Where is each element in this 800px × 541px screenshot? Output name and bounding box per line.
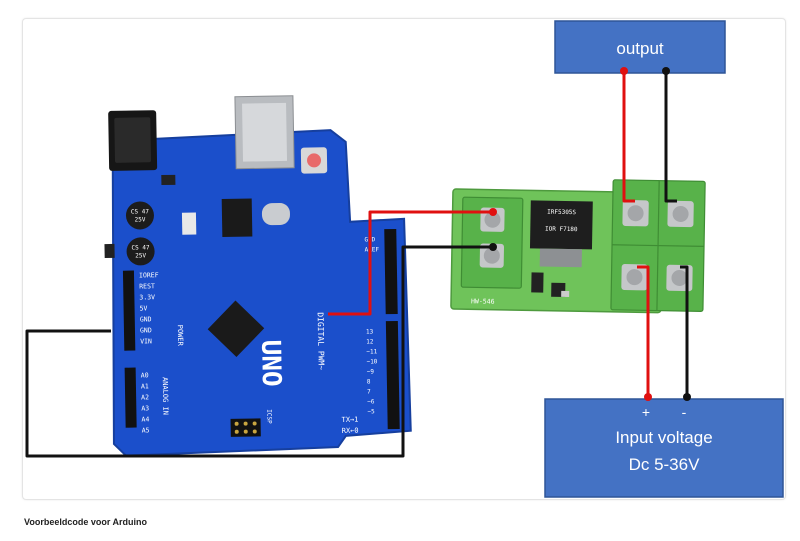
svg-text:7: 7: [367, 388, 371, 395]
input-voltage-label: Input voltage: [615, 428, 712, 447]
output-label: output: [616, 39, 664, 58]
svg-text:A1: A1: [141, 382, 149, 390]
svg-text:ICSP: ICSP: [265, 409, 272, 424]
black-output-wire: [664, 71, 677, 203]
mosfet-chip: [529, 200, 593, 250]
svg-text:VIN: VIN: [140, 337, 152, 345]
svg-text:A2: A2: [141, 393, 149, 401]
svg-text:IOR F7180: IOR F7180: [545, 226, 578, 234]
analog-header: [124, 367, 137, 428]
microcontroller-chip: [207, 300, 265, 358]
svg-text:3.3V: 3.3V: [139, 293, 155, 301]
output-terminal-block: [610, 179, 706, 312]
svg-text:CS 47: CS 47: [131, 208, 150, 215]
figure-card: CS 47 25V CS 47 25V UNO: [22, 18, 786, 500]
input-voltage-box: + - Input voltage Dc 5-36V: [544, 398, 784, 498]
digital-header-upper: [384, 228, 398, 315]
svg-text:~9: ~9: [367, 368, 375, 375]
svg-text:~5: ~5: [367, 408, 375, 415]
icsp-header: ICSP: [230, 409, 273, 437]
input-minus-label: -: [682, 404, 687, 420]
arduino-uno-board: CS 47 25V CS 47 25V UNO: [104, 95, 412, 457]
svg-text:A3: A3: [141, 404, 149, 412]
analog-in-label: ANALOG IN: [161, 377, 170, 415]
svg-text:A4: A4: [141, 415, 149, 423]
red-output-wire: [622, 71, 635, 203]
input-terminal-block: [460, 196, 524, 289]
input-plus-label: +: [642, 404, 650, 420]
svg-text:A0: A0: [141, 371, 149, 379]
black-ground-wire: [25, 245, 493, 458]
power-label: POWER: [176, 325, 184, 347]
svg-text:~10: ~10: [366, 358, 377, 365]
module-board-label: HW-546: [471, 297, 495, 305]
svg-text:GND: GND: [140, 326, 152, 334]
digital-header-lower: [385, 320, 400, 430]
power-pin-labels: IOREF REST 3.3V 5V GND GND VIN: [139, 271, 159, 345]
svg-text:AREF: AREF: [365, 246, 380, 253]
tx-label: TX→1: [341, 416, 358, 424]
uno-logo: UNO: [255, 339, 286, 386]
svg-text:12: 12: [366, 338, 374, 345]
capacitor-icon: [125, 201, 154, 230]
svg-text:5V: 5V: [140, 304, 148, 312]
output-box: output: [554, 20, 726, 74]
mosfet-module: IRF5305S IOR F7180 HW-546: [450, 179, 706, 314]
black-input-wire: [680, 265, 689, 397]
power-header: [122, 270, 136, 351]
wires: [25, 67, 691, 458]
analog-pin-labels: A0 A1 A2 A3 A4 A5: [141, 371, 150, 434]
svg-text:IRF5305S: IRF5305S: [547, 209, 576, 217]
svg-text:CS 47: CS 47: [131, 244, 150, 251]
red-input-wire: [637, 265, 650, 397]
svg-text:IOREF: IOREF: [139, 271, 159, 279]
input-voltage-range: Dc 5-36V: [629, 455, 701, 474]
svg-text:25V: 25V: [135, 216, 146, 223]
wiring-diagram: CS 47 25V CS 47 25V UNO: [25, 20, 784, 498]
svg-text:~6: ~6: [367, 398, 375, 405]
svg-text:GND: GND: [140, 315, 152, 323]
section-caption: Voorbeeldcode voor Arduino: [24, 517, 148, 527]
svg-text:25V: 25V: [135, 252, 146, 259]
digital-pwm-label: DIGITAL PWM~: [316, 312, 326, 370]
svg-text:~11: ~11: [366, 348, 377, 355]
svg-text:13: 13: [366, 328, 374, 335]
rx-label: RX←0: [342, 427, 359, 435]
red-signal-wire: [328, 210, 493, 316]
capacitor-icon: [126, 237, 155, 266]
svg-text:8: 8: [367, 378, 371, 385]
svg-text:A5: A5: [142, 426, 150, 434]
svg-text:REST: REST: [139, 282, 155, 290]
